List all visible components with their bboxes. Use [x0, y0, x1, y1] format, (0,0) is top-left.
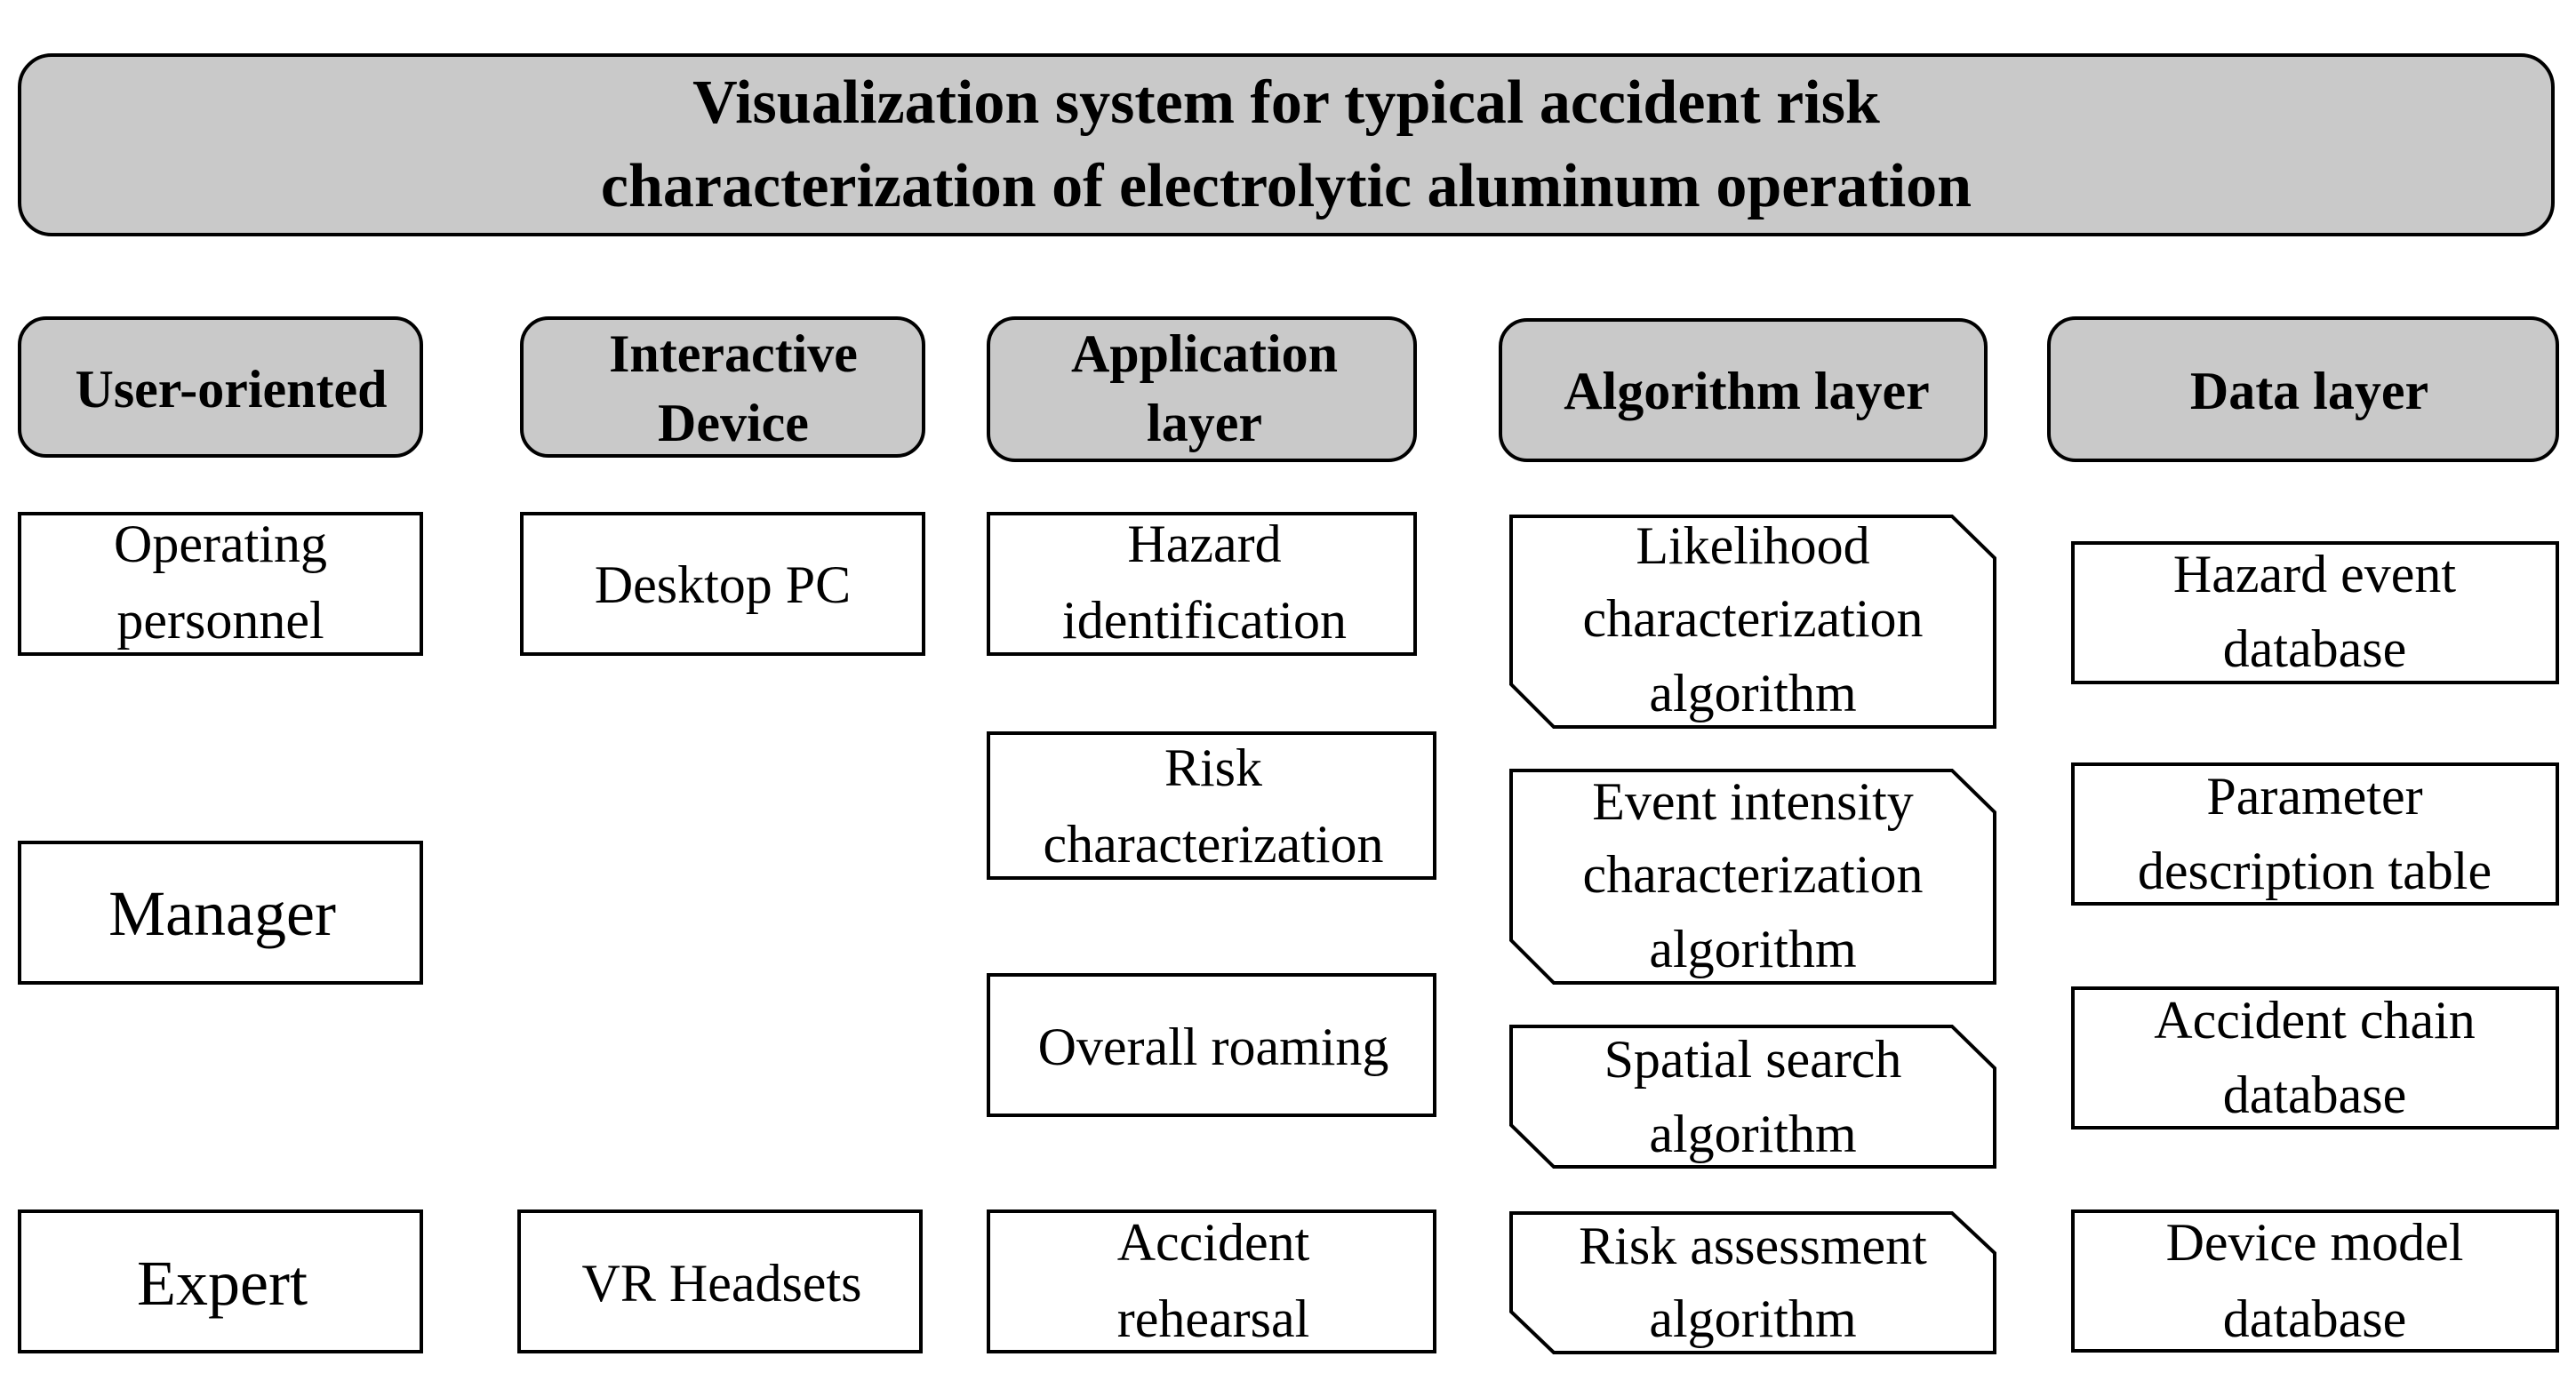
- node-risk-characterization-box: [987, 731, 1436, 880]
- node-vr-headsets-box: [517, 1209, 923, 1353]
- header-data-layer-box: [2047, 316, 2559, 462]
- header-interactive-device-line-2: Device: [658, 394, 809, 452]
- node-parameter-description-table-line-2: description table: [2138, 842, 2492, 900]
- node-overall-roaming-box: [987, 973, 1436, 1117]
- header-application-layer-line-1: Application: [1071, 324, 1338, 383]
- node-accident-rehearsal-line-2: rehearsal: [1117, 1289, 1310, 1348]
- node-likelihood-algorithm: Likelihood characterization algorithm: [1509, 515, 1996, 729]
- node-accident-rehearsal-box: [987, 1209, 1436, 1353]
- node-parameter-description-table-box: [2071, 762, 2559, 906]
- title-box: [18, 53, 2555, 236]
- node-risk-assessment-algorithm-box: [1509, 1211, 1996, 1354]
- header-interactive-device: Interactive Device: [520, 316, 925, 458]
- node-hazard-identification-line-2: identification: [1062, 591, 1347, 650]
- node-likelihood-algorithm-line-1: Likelihood: [1636, 516, 1869, 575]
- node-accident-chain-database-box: [2071, 986, 2559, 1130]
- node-operating-personnel: Operating personnel: [18, 512, 423, 656]
- node-hazard-identification: Hazard identification: [987, 512, 1417, 656]
- node-hazard-event-database-box: [2071, 541, 2559, 684]
- header-algorithm-layer-label: Algorithm layer: [1564, 362, 1930, 420]
- node-vr-headsets: VR Headsets: [517, 1209, 923, 1353]
- header-user-oriented: User-oriented: [18, 316, 423, 458]
- node-event-intensity-algorithm-line-3: algorithm: [1649, 920, 1856, 978]
- node-risk-assessment-algorithm: Risk assessment algorithm: [1509, 1211, 1996, 1354]
- header-application-layer-line-2: layer: [1147, 394, 1262, 452]
- header-interactive-device-line-1: Interactive: [609, 324, 858, 383]
- node-vr-headsets-label: VR Headsets: [582, 1254, 862, 1313]
- column-headers: User-oriented Interactive Device Applica…: [18, 316, 2559, 462]
- header-algorithm-layer: Algorithm layer: [1499, 318, 1988, 462]
- node-desktop-pc: Desktop PC: [520, 512, 925, 656]
- column-user-oriented: Operating personnel Manager Expert: [18, 512, 423, 1353]
- node-manager: Manager: [18, 841, 423, 985]
- node-hazard-event-database-line-1: Hazard event: [2173, 545, 2456, 603]
- header-interactive-device-box: [520, 316, 925, 458]
- node-desktop-pc-label: Desktop PC: [595, 555, 851, 614]
- title-line-1: Visualization system for typical acciden…: [692, 68, 1880, 137]
- node-risk-characterization-line-1: Risk: [1164, 738, 1262, 797]
- node-spatial-search-algorithm-line-2: algorithm: [1649, 1105, 1856, 1163]
- node-risk-assessment-algorithm-line-1: Risk assessment: [1579, 1217, 1927, 1275]
- node-event-intensity-algorithm-line-1: Event intensity: [1592, 772, 1914, 831]
- node-risk-assessment-algorithm-line-2: algorithm: [1649, 1289, 1856, 1348]
- header-algorithm-layer-box: [1499, 318, 1988, 462]
- node-hazard-identification-line-1: Hazard: [1127, 515, 1281, 573]
- header-application-layer-box: [987, 316, 1417, 462]
- header-application-layer: Application layer: [987, 316, 1417, 462]
- header-data-layer-label: Data layer: [2190, 362, 2428, 420]
- node-accident-chain-database-line-2: database: [2223, 1066, 2407, 1124]
- node-operating-personnel-box: [18, 512, 423, 656]
- column-algorithm-layer: Likelihood characterization algorithm Ev…: [1509, 515, 1996, 1354]
- column-interactive-device: Desktop PC VR Headsets: [517, 512, 925, 1353]
- node-overall-roaming: Overall roaming: [987, 973, 1436, 1117]
- node-spatial-search-algorithm: Spatial search algorithm: [1509, 1025, 1996, 1169]
- node-accident-rehearsal: Accident rehearsal: [987, 1209, 1436, 1353]
- node-hazard-identification-box: [987, 512, 1417, 656]
- node-likelihood-algorithm-line-3: algorithm: [1649, 664, 1856, 722]
- node-expert-box: [18, 1209, 423, 1353]
- node-spatial-search-algorithm-line-1: Spatial search: [1604, 1030, 1902, 1089]
- node-device-model-database-line-2: database: [2223, 1289, 2407, 1348]
- node-likelihood-algorithm-line-2: characterization: [1582, 589, 1923, 648]
- node-hazard-event-database-line-2: database: [2223, 619, 2407, 678]
- node-manager-box: [18, 841, 423, 985]
- node-device-model-database-box: [2071, 1209, 2559, 1353]
- node-expert: Expert: [18, 1209, 423, 1353]
- node-accident-chain-database-line-1: Accident chain: [2154, 991, 2476, 1050]
- node-spatial-search-algorithm-box: [1509, 1025, 1996, 1169]
- node-expert-label: Expert: [137, 1248, 308, 1319]
- node-risk-characterization: Risk characterization: [987, 731, 1436, 880]
- node-overall-roaming-label: Overall roaming: [1038, 1018, 1389, 1076]
- node-parameter-description-table-line-1: Parameter: [2206, 767, 2422, 826]
- node-risk-characterization-line-2: characterization: [1043, 815, 1383, 874]
- node-event-intensity-algorithm: Event intensity characterization algorit…: [1509, 769, 1996, 985]
- node-event-intensity-algorithm-box: [1509, 769, 1996, 985]
- node-operating-personnel-line-2: personnel: [116, 591, 324, 650]
- title-line-2: characterization of electrolytic aluminu…: [601, 152, 1972, 220]
- node-accident-chain-database: Accident chain database: [2071, 986, 2559, 1130]
- title-banner: Visualization system for typical acciden…: [18, 53, 2555, 236]
- column-data-layer: Hazard event database Parameter descript…: [2071, 541, 2559, 1353]
- node-operating-personnel-line-1: Operating: [114, 515, 327, 573]
- node-accident-rehearsal-line-1: Accident: [1117, 1213, 1310, 1272]
- header-user-oriented-box: [18, 316, 423, 458]
- node-desktop-pc-box: [520, 512, 925, 656]
- node-event-intensity-algorithm-line-2: characterization: [1582, 845, 1923, 904]
- node-likelihood-algorithm-box: [1509, 515, 1996, 729]
- node-hazard-event-database: Hazard event database: [2071, 541, 2559, 684]
- node-manager-label: Manager: [108, 878, 336, 949]
- column-application-layer: Hazard identification Risk characterizat…: [987, 512, 1436, 1353]
- node-parameter-description-table: Parameter description table: [2071, 762, 2559, 906]
- node-device-model-database: Device model database: [2071, 1209, 2559, 1353]
- header-data-layer: Data layer: [2047, 316, 2559, 462]
- node-device-model-database-line-1: Device model: [2166, 1213, 2464, 1272]
- header-user-oriented-label: User-oriented: [76, 360, 388, 419]
